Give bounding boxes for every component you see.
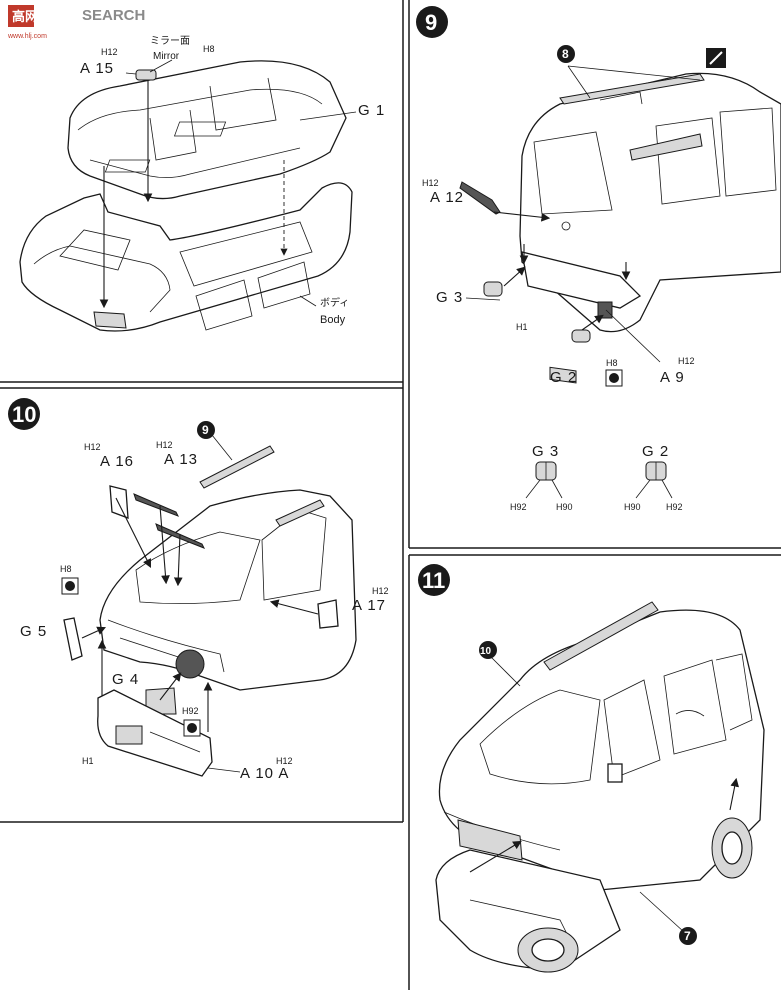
detail-g2-right: H92 [666, 502, 683, 512]
watermark-logo-box [8, 5, 34, 27]
interior-tub [67, 60, 347, 200]
wiper-a12 [459, 181, 501, 215]
label-a15: A 15 [80, 60, 114, 77]
label-a16: A 16 [100, 453, 134, 470]
label-g4: G 4 [112, 671, 139, 688]
detail-g3-right: H90 [556, 502, 573, 512]
svg-text:10: 10 [480, 646, 492, 657]
code-h8-step10: H8 [60, 564, 72, 574]
code-a13: H12 [156, 440, 173, 450]
bumper-a10a [97, 689, 213, 777]
code-mirror: H8 [203, 44, 215, 54]
code-h1-step9: H1 [516, 322, 528, 332]
code-a17: H12 [372, 586, 389, 596]
label-body-jp: ボディ [320, 296, 349, 309]
watermark-brand: SEARCH [82, 7, 145, 24]
mix-icon-step10-left [61, 577, 79, 595]
code-a15: H12 [101, 47, 118, 57]
label-mirror-en: Mirror [153, 51, 180, 62]
mirror-a17 [317, 599, 339, 629]
step-11-badge: 11 [418, 564, 450, 596]
code-a12: H12 [422, 178, 439, 188]
label-a10a: A 10 A [240, 765, 289, 782]
body-shell [19, 182, 353, 332]
watermark-url: www.hlj.com [7, 33, 47, 40]
code-a9: H12 [678, 356, 695, 366]
svg-text:7: 7 [684, 929, 691, 943]
detail-label-g3: G 3 [532, 443, 559, 460]
ref-10-badge: 10 [479, 641, 497, 659]
code-a10a: H12 [276, 756, 293, 766]
label-g2: G 2 [550, 369, 577, 386]
code-a16: H12 [84, 442, 101, 452]
ref-7-badge: 7 [679, 927, 697, 945]
wiper-a13-1 [133, 493, 180, 517]
label-a17: A 17 [352, 597, 386, 614]
svg-text:8: 8 [562, 47, 569, 61]
lamp-g3 [483, 281, 503, 297]
door-mirror [607, 763, 623, 783]
step-11-diagram [435, 601, 765, 973]
headlight [175, 649, 205, 679]
label-body-en: Body [320, 314, 346, 326]
detail-label-g2: G 2 [642, 443, 669, 460]
watermark-logo: 高网 [12, 9, 38, 24]
svg-text:9: 9 [202, 423, 209, 437]
mirror-part-a15 [135, 69, 157, 81]
code-h1-step10: H1 [82, 756, 94, 766]
mix-icon-step9 [605, 369, 623, 387]
roof-rail-assembled [543, 601, 659, 671]
label-g3: G 3 [436, 289, 463, 306]
step-9-badge: 9 [416, 6, 448, 38]
watermark: 高网 SEARCH www.hlj.com [7, 5, 145, 40]
detail-g3-left: H92 [510, 502, 527, 512]
ref-9-badge: 9 [197, 421, 215, 439]
step-10-badge: 10 [8, 398, 40, 430]
mix-icon-step10-right [183, 719, 201, 737]
rear-bumper [521, 251, 642, 309]
step-10-diagram [61, 429, 357, 777]
label-mirror-jp: ミラー面 [150, 35, 190, 47]
code-h92: H92 [182, 706, 199, 716]
roof-rail-front [199, 445, 275, 489]
svg-text:9: 9 [425, 10, 437, 35]
mirror-a16 [109, 485, 129, 519]
svg-text:10: 10 [12, 402, 36, 427]
label-a9: A 9 [660, 369, 685, 386]
detail-g2-left: H90 [624, 502, 641, 512]
label-a12: A 12 [430, 189, 464, 206]
lamp-a9 [597, 301, 613, 319]
roof-rail [559, 73, 705, 105]
label-a13: A 13 [164, 451, 198, 468]
lamp-g2 [571, 329, 591, 343]
label-g5: G 5 [20, 623, 47, 640]
step-8-diagram [19, 59, 357, 332]
label-g1: G 1 [358, 102, 385, 119]
code-h8-step9: H8 [606, 358, 618, 368]
svg-text:11: 11 [422, 568, 445, 593]
step-9-diagram [459, 48, 781, 499]
lamp-g5 [63, 617, 83, 661]
ref-8-badge: 8 [557, 45, 575, 63]
